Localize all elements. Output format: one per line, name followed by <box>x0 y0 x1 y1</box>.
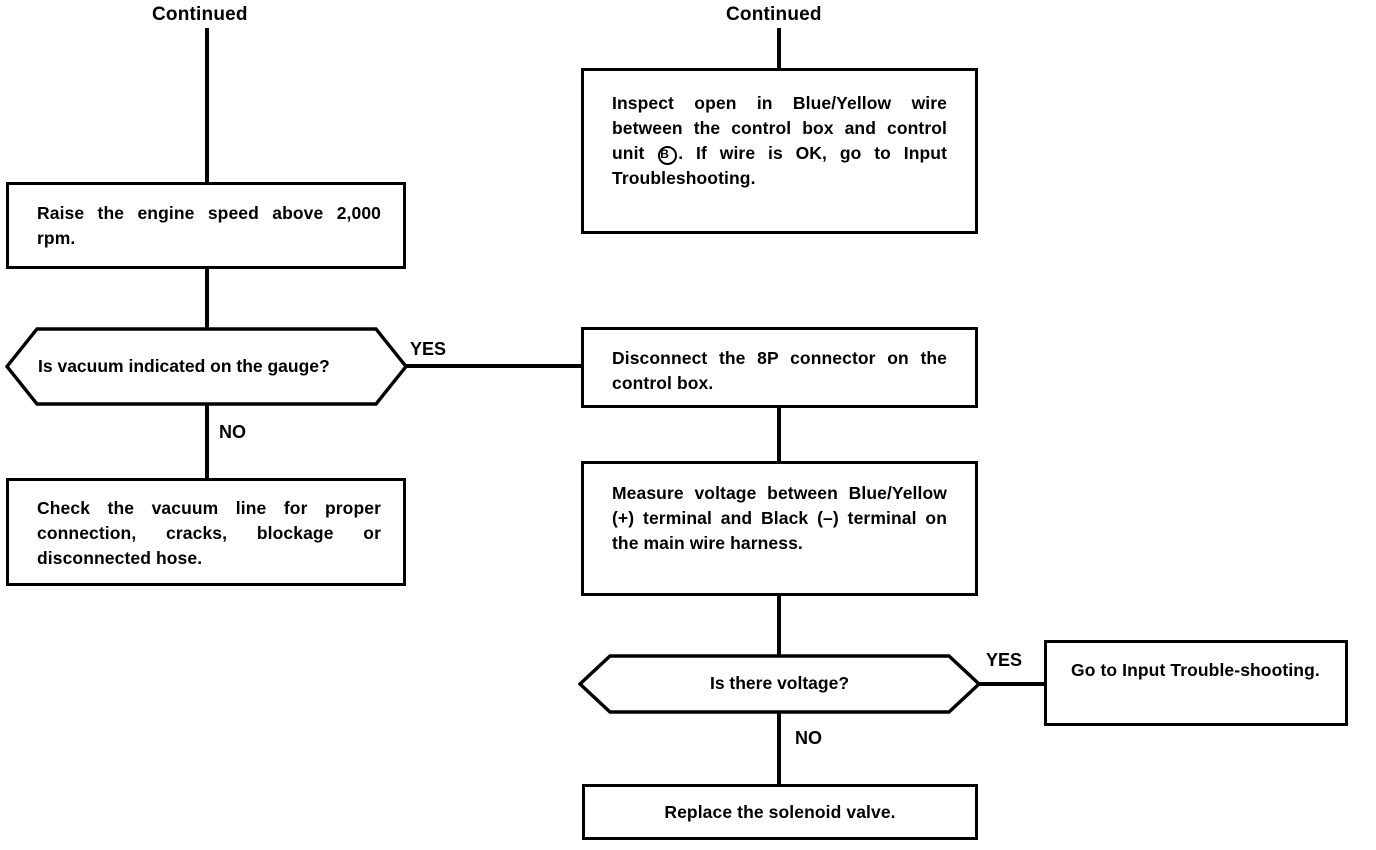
connector-voltage-decision-no-to-replace-valve <box>777 711 781 787</box>
branch-label-yes-1: YES <box>410 339 447 359</box>
connector-disconnect-to-measure-voltage <box>777 405 781 463</box>
connector-vacuum-decision-no-to-check-line <box>205 403 209 481</box>
process-replace-solenoid-valve-text: Replace the solenoid valve. <box>664 801 896 822</box>
process-disconnect-connector-text: Disconnect the 8P connector on the contr… <box>612 348 947 393</box>
process-inspect-open-wire: Inspect open in Blue/Yellow wire between… <box>581 68 978 234</box>
connector-continued-to-inspect-wire <box>777 28 781 72</box>
decision-is-there-voltage: Is there voltage? <box>578 654 981 714</box>
connector-measure-voltage-to-voltage-decision <box>777 593 781 657</box>
process-go-to-input-troubleshooting-text: Go to Input Trouble-shooting. <box>1071 660 1320 680</box>
branch-label-yes-2: YES <box>986 650 1023 670</box>
decision-is-vacuum-indicated-text: Is vacuum indicated on the gauge? <box>38 355 330 376</box>
hexagon-outline-icon <box>578 654 981 714</box>
process-disconnect-connector: Disconnect the 8P connector on the contr… <box>581 327 978 408</box>
process-replace-solenoid-valve: Replace the solenoid valve. <box>582 784 978 840</box>
continued-label-right: Continued <box>726 4 822 25</box>
connector-vacuum-decision-yes-to-disconnect <box>404 364 584 368</box>
process-inspect-open-wire-text: Inspect open in Blue/Yellow wire between… <box>612 91 947 190</box>
continued-label-left: Continued <box>152 4 248 25</box>
process-measure-voltage-text: Measure voltage between Blue/Yellow (+) … <box>612 483 947 553</box>
branch-label-no-2: NO <box>795 728 822 748</box>
connector-continued-to-raise-speed <box>205 28 209 184</box>
hexagon-outline-icon <box>5 327 408 406</box>
process-raise-engine-speed: Raise the engine speed above 2,000 rpm. <box>6 182 406 269</box>
process-raise-engine-speed-text: Raise the engine speed above 2,000 rpm. <box>37 203 381 248</box>
circled-b-icon: B <box>658 145 678 165</box>
process-check-vacuum-line: Check the vacuum line for proper connect… <box>6 478 406 586</box>
process-inspect-open-wire-text-part-1: Inspect open in Blue/Yellow wire between… <box>612 93 947 163</box>
decision-is-vacuum-indicated: Is vacuum indicated on the gauge? <box>5 327 408 406</box>
branch-label-no-1: NO <box>219 422 246 442</box>
connector-raise-speed-to-vacuum-decision <box>205 266 209 330</box>
process-go-to-input-troubleshooting: Go to Input Trouble-shooting. <box>1044 640 1348 726</box>
process-check-vacuum-line-text: Check the vacuum line for proper connect… <box>37 498 381 568</box>
connector-voltage-decision-yes-to-input-troubleshooting <box>977 682 1047 686</box>
decision-is-there-voltage-text: Is there voltage? <box>709 673 850 694</box>
process-measure-voltage: Measure voltage between Blue/Yellow (+) … <box>581 461 978 596</box>
process-inspect-open-wire-text-part-2: . If wire is OK, go to Input Troubleshoo… <box>612 142 947 188</box>
